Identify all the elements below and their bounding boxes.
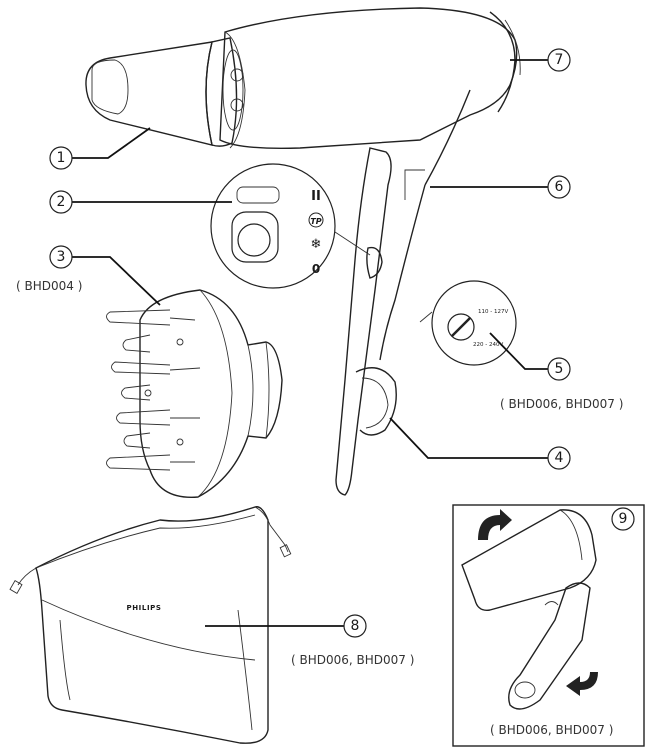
callout-9: 9 (611, 507, 635, 531)
leader-lines (72, 59, 548, 627)
thermo-protect-symbol: TP (310, 217, 321, 226)
speed-symbol: II (311, 189, 321, 204)
diffuser (106, 289, 283, 498)
off-symbol: 0 (312, 262, 320, 276)
callout-number: 4 (555, 450, 564, 466)
callout-number: 2 (57, 194, 66, 210)
callout-number: 9 (619, 511, 628, 527)
callout-7: 7 (547, 48, 571, 72)
callout-4: 4 (547, 446, 571, 470)
callout-3: 3 (49, 245, 73, 269)
controls-zoom: II TP ❄ 0 (210, 163, 371, 289)
callout-number: 3 (57, 249, 66, 265)
voltage-model-note: ( BHD006, BHD007 ) (500, 397, 623, 411)
callout-number: 8 (351, 618, 360, 634)
cold-shot-icon: ❄ (311, 237, 322, 252)
callout-number: 6 (555, 179, 564, 195)
callout-number: 7 (555, 52, 564, 68)
pouch-model-note: ( BHD006, BHD007 ) (291, 653, 414, 667)
callout-2: 2 (49, 190, 73, 214)
fold-panel (452, 504, 645, 747)
callout-5: 5 (547, 357, 571, 381)
voltage-high: 220 - 240V (473, 342, 503, 348)
pouch-brand: PHILIPS (126, 604, 161, 612)
callout-number: 5 (555, 361, 564, 377)
callout-1: 1 (49, 146, 73, 170)
callout-6: 6 (547, 175, 571, 199)
diffuser-model-note: ( BHD004 ) (16, 279, 82, 293)
voltage-selector-zoom: 110 - 127V 220 - 240V (419, 280, 517, 366)
fold-model-note: ( BHD006, BHD007 ) (490, 723, 613, 737)
callout-number: 1 (57, 150, 66, 166)
callout-8: 8 (343, 614, 367, 638)
pouch: PHILIPS (9, 506, 292, 744)
voltage-low: 110 - 127V (478, 309, 508, 315)
